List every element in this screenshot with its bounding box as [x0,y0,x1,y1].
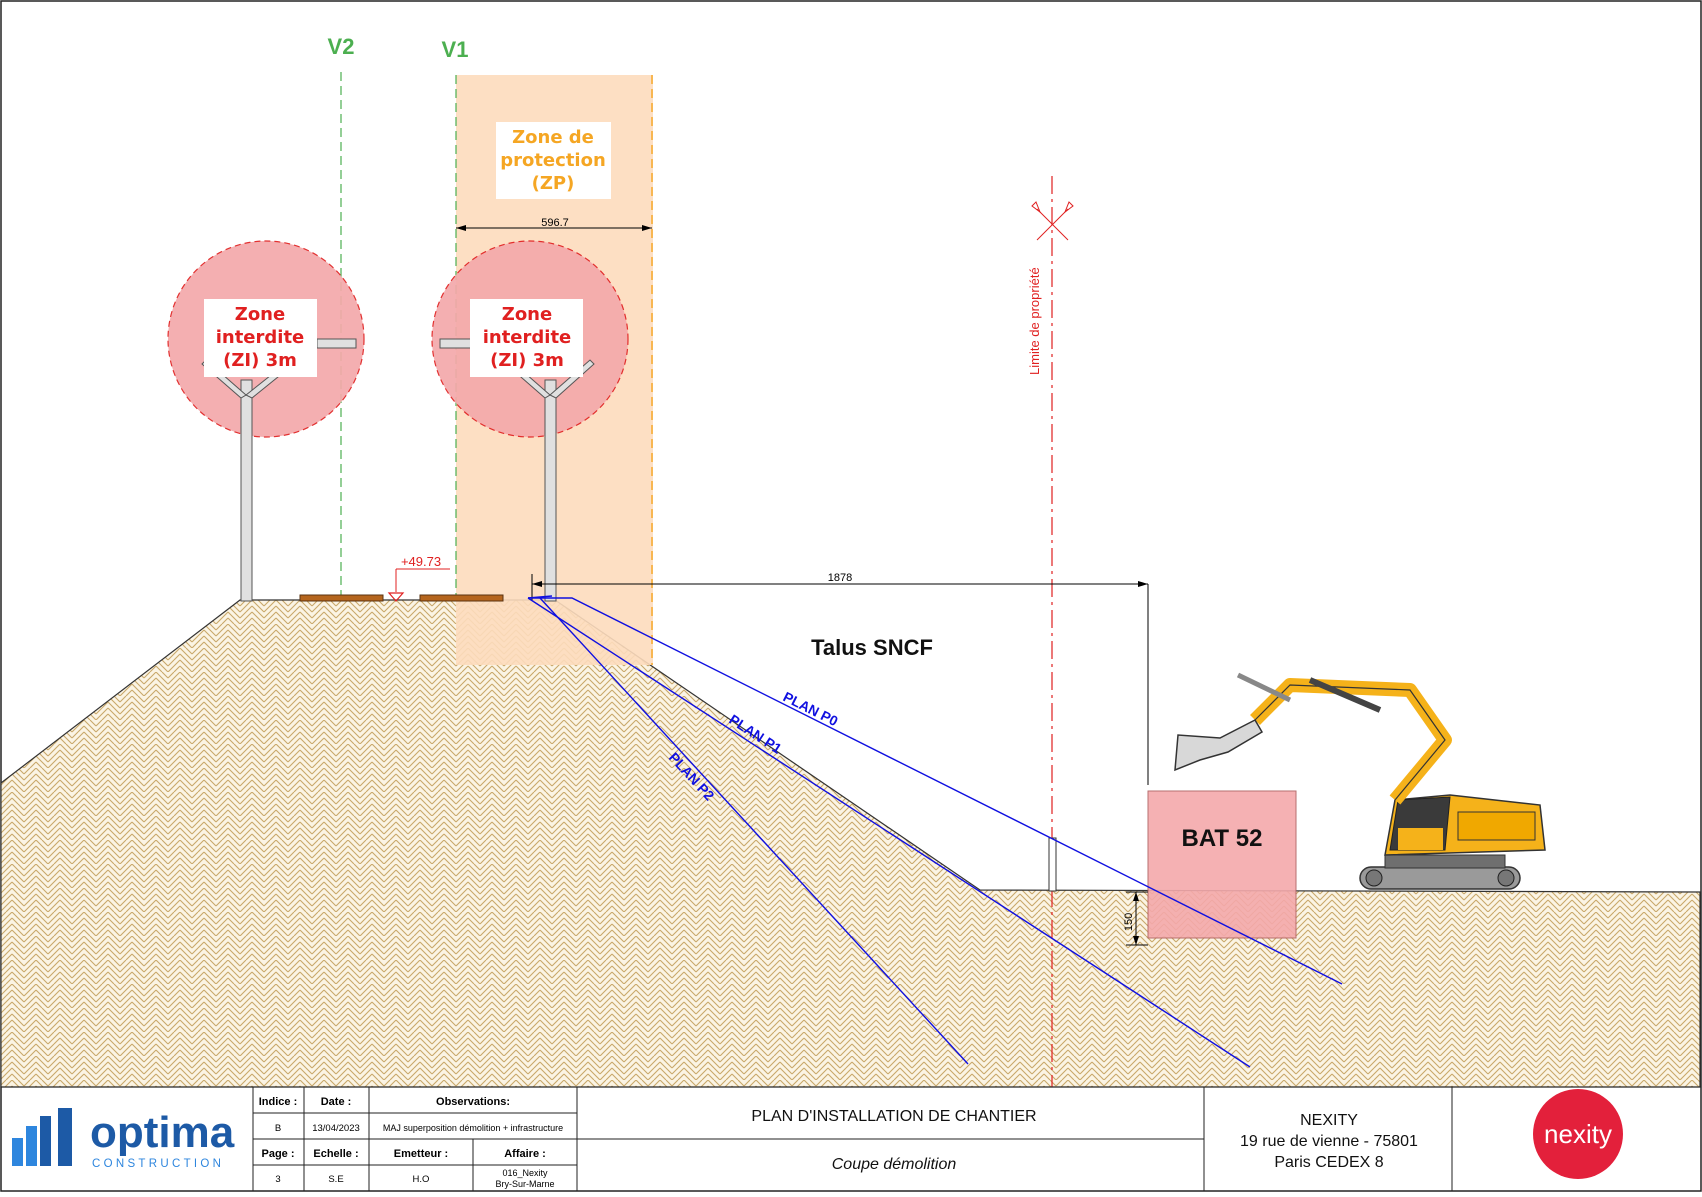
cell-affaire-line2: Bry-Sur-Marne [495,1179,554,1189]
protection-zone-label-line2: protection [500,150,606,171]
forbidden-zone-right-label-line1: Zone [502,304,552,325]
nexity-logo: nexity [1533,1089,1623,1179]
svg-text:596.7: 596.7 [541,217,569,229]
property-limit-label: Limite de propriété [1027,267,1042,375]
building-bat52-label: BAT 52 [1182,825,1263,852]
rail-track-right [419,594,504,602]
optima-logo-name: optima [90,1108,235,1157]
forbidden-zone-right-label-line2: interdite [483,327,572,348]
protection-zone-label-line3: (ZP) [532,173,575,194]
rail-track-left [299,594,384,602]
forbidden-zone-right-label-box [470,299,583,377]
cell-echelle: S.E [328,1174,343,1185]
cell-indice: B [275,1123,281,1134]
protection-zone-label-box [496,122,611,199]
forbidden-zone-left-label-line2: interdite [216,327,305,348]
svg-text:+49.73: +49.73 [401,554,441,569]
dimension-zp-width: 596.7 [456,217,652,231]
plan-p0-line [528,597,1343,985]
header-page: Page : [261,1148,294,1160]
header-affaire: Affaire : [504,1148,546,1160]
cell-observations: MAJ superposition démolition + infrastru… [383,1123,563,1133]
cell-affaire-line1: 016_Nexity [502,1168,548,1178]
plan-p0-label: PLAN P0 [781,688,841,729]
elevation-marker: +49.73 [387,554,450,602]
forbidden-zone-left-label-line1: Zone [235,304,285,325]
cell-date: 13/04/2023 [312,1123,360,1134]
client-address-line2: Paris CEDEX 8 [1274,1154,1383,1171]
plan-origin [527,595,553,599]
cell-page: 3 [275,1174,280,1185]
forbidden-zone-right-label-line3: (ZI) 3m [490,350,564,371]
nexity-logo-text: nexity [1544,1119,1612,1149]
axis-v1-label: V1 [442,37,469,62]
plan-p2-line [539,597,969,1065]
forbidden-zone-left-label-line3: (ZI) 3m [223,350,297,371]
header-emetteur: Emetteur : [394,1148,448,1160]
header-observations: Observations: [436,1096,510,1108]
property-fence-post [1048,837,1057,892]
header-echelle: Echelle : [313,1148,358,1160]
subtitle: Coupe démolition [832,1156,957,1173]
title-block [0,1086,1702,1192]
dimension-depth: 150 [1123,891,1148,946]
main-title: PLAN D'INSTALLATION DE CHANTIER [751,1108,1036,1125]
optima-logo: optima CONSTRUCTION [12,1108,235,1170]
building-bat52 [1147,790,1297,939]
property-limit-line: Limite de propriété [1027,176,1074,1087]
svg-text:150: 150 [1123,913,1135,931]
protection-zone-label-line1: Zone de [512,127,594,148]
svg-text:1878: 1878 [828,572,852,584]
optima-logo-sub: CONSTRUCTION [92,1158,224,1170]
plan-p1-line [527,597,1251,1068]
talus-label: Talus SNCF [811,635,933,660]
forbidden-zone-left-label-box [204,299,317,377]
client-name: NEXITY [1300,1112,1358,1129]
axis-v2-label: V2 [328,34,355,59]
cell-emetteur: H.O [413,1174,430,1185]
header-indice: Indice : [259,1096,298,1108]
client-address-line1: 19 rue de vienne - 75801 [1240,1133,1418,1150]
excavator-icon [1174,672,1546,890]
header-date: Date : [321,1096,352,1108]
dimension-distance: 1878 [531,572,1149,785]
